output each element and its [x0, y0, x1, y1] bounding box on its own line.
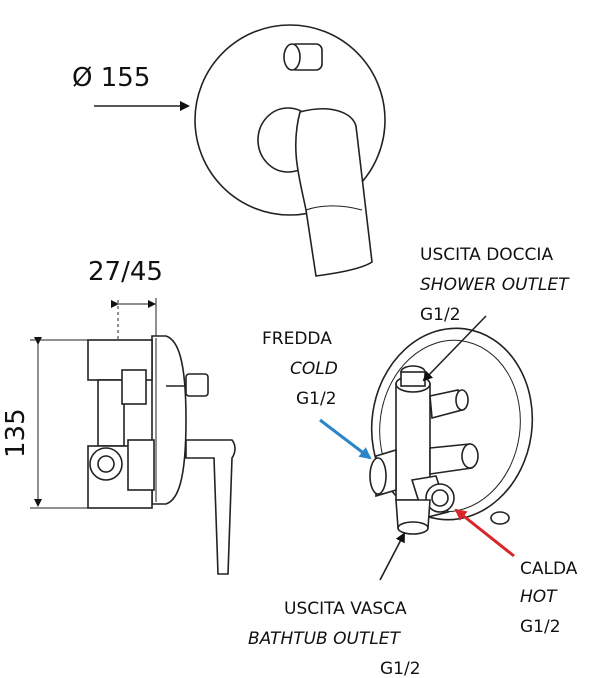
bath-label-en: BATHTUB OUTLET: [248, 629, 402, 649]
iso-view: [369, 327, 534, 535]
diverter-knob: [283, 43, 323, 71]
hot-label-thread: G1/2: [520, 617, 561, 637]
cold-label-it: FREDDA: [262, 329, 332, 349]
dimension-depth: 27/45: [88, 257, 163, 287]
hot-label-en: HOT: [520, 587, 558, 607]
cold-arrow: [319, 418, 372, 460]
bath-arrow: [379, 532, 405, 581]
lever-handle: [257, 107, 373, 277]
dimension-diameter: Ø 155: [72, 63, 150, 93]
cold-label-en: COLD: [290, 359, 338, 379]
bath-label-thread: G1/2: [380, 659, 421, 678]
hot-label-it: CALDA: [520, 559, 578, 579]
bath-label-it: USCITA VASCA: [284, 599, 407, 619]
front-view: [194, 24, 386, 277]
shower-label-it: USCITA DOCCIA: [420, 245, 553, 265]
shower-arrow: [422, 315, 487, 382]
side-view: [87, 298, 236, 575]
cover-plate: [194, 24, 386, 216]
shower-label-en: SHOWER OUTLET: [420, 275, 570, 295]
dimension-height: 135: [1, 408, 31, 458]
shower-label-thread: G1/2: [420, 305, 461, 325]
hot-arrow: [454, 508, 515, 558]
cold-label-thread: G1/2: [296, 389, 337, 409]
